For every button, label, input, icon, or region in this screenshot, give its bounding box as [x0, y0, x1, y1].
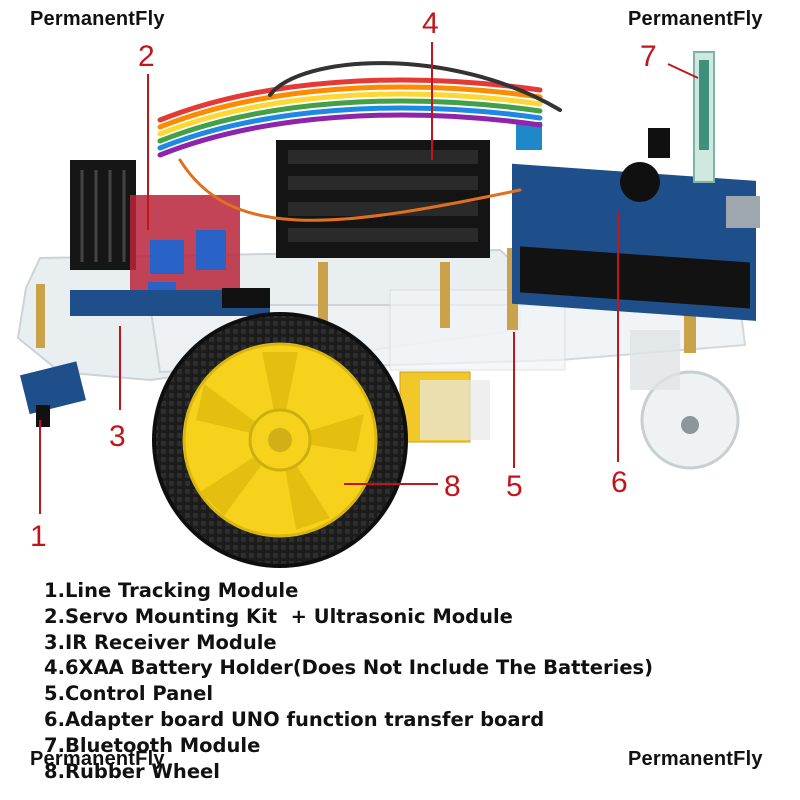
watermark-top-right: PermanentFly — [628, 8, 763, 30]
legend-item: 5.Control Panel — [44, 682, 214, 706]
ir-receiver-module — [70, 288, 270, 316]
line-tracking-module — [19, 361, 86, 427]
gear-motor — [399, 371, 490, 443]
watermark-bottom-right: PermanentFly — [628, 748, 763, 770]
legend-item: 1.Line Tracking Module — [44, 579, 299, 602]
callout-number-7: 7 — [640, 40, 657, 73]
bluetooth-module — [693, 51, 715, 183]
callout-number-2: 2 — [138, 40, 155, 73]
legend-item: 7.Bluetooth Module — [44, 733, 261, 757]
callout-lines — [39, 42, 699, 514]
rubber-wheel — [152, 312, 408, 568]
battery-holder — [276, 140, 490, 258]
callout-number-1: 1 — [30, 520, 47, 553]
watermark-top-left: PermanentFly — [30, 8, 165, 30]
legend-item: 3.IR Receiver Module — [44, 630, 277, 654]
watermark-bottom-left: PermanentFly — [30, 748, 165, 770]
legend-item: 6.Adapter board UNO function transfer bo… — [44, 707, 545, 731]
callout-number-5: 5 — [506, 470, 523, 503]
legend-item: 2.Servo Mounting Kit + Ultrasonic Module — [44, 604, 513, 628]
legend-item: 4.6XAA Battery Holder(Does Not Include T… — [44, 656, 654, 680]
caster-wheel — [630, 330, 740, 470]
component-legend: 1.Line Tracking Module 2.Servo Mounting … — [44, 578, 653, 784]
callout-number-6: 6 — [611, 466, 628, 499]
callout-number-4: 4 — [422, 7, 439, 40]
ribbon-cables — [157, 61, 562, 222]
callout-number-3: 3 — [109, 420, 126, 453]
callout-number-8: 8 — [444, 470, 461, 503]
uno-adapter-board — [512, 122, 760, 321]
legend-item: 8.Rubber Wheel — [44, 759, 220, 783]
